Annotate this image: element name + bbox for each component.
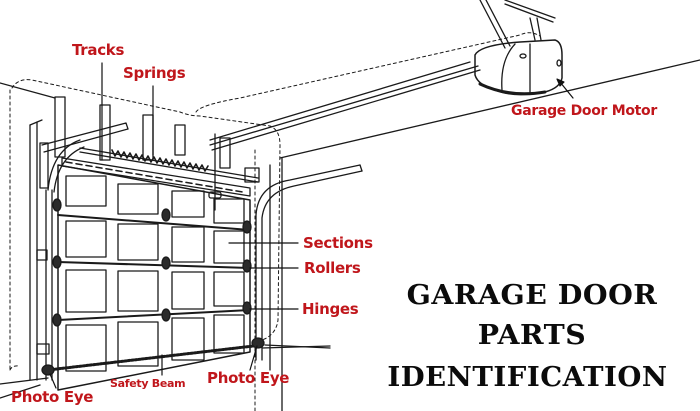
dashed-outline [9,32,541,411]
label-photo-eye-left: Photo Eye [11,388,94,406]
label-sections: Sections [303,234,373,252]
label-tracks: Tracks [72,41,125,59]
title-line-2: PARTS [477,320,587,351]
title-line-3: IDENTIFICATION [387,362,668,393]
label-hinges: Hinges [302,300,359,318]
floor-lines [0,345,331,385]
label-photo-eye-right: Photo Eye [207,369,290,387]
callout-leaders [49,62,574,389]
left-jamb [29,119,50,381]
torsion-spring [79,147,260,183]
motor-unit [474,0,563,96]
wall-studs [54,96,231,169]
hinges [52,198,252,327]
left-horizontal-track [41,122,129,381]
label-springs: Springs [123,64,186,82]
label-rollers: Rollers [304,259,361,277]
title-line-1: GARAGE DOOR [406,280,658,311]
header-strut [61,157,251,197]
label-safety-beam: Safety Beam [110,377,186,390]
label-garage-door-motor: Garage Door Motor [511,103,657,119]
safety-beam [41,337,265,376]
opener-rail [208,61,481,211]
